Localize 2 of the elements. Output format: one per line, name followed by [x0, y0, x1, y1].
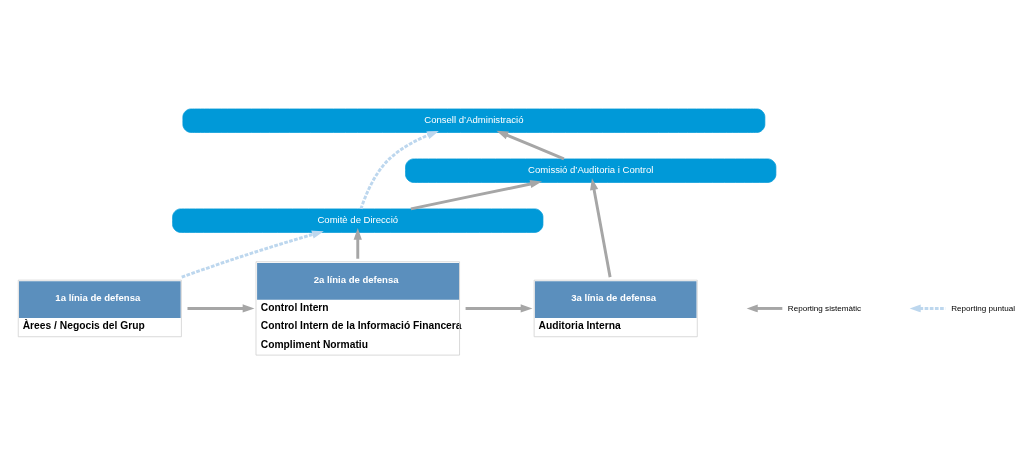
- legend-label: Reporting puntual: [951, 303, 1016, 313]
- legend-label: Reporting sistemàtic: [787, 303, 861, 313]
